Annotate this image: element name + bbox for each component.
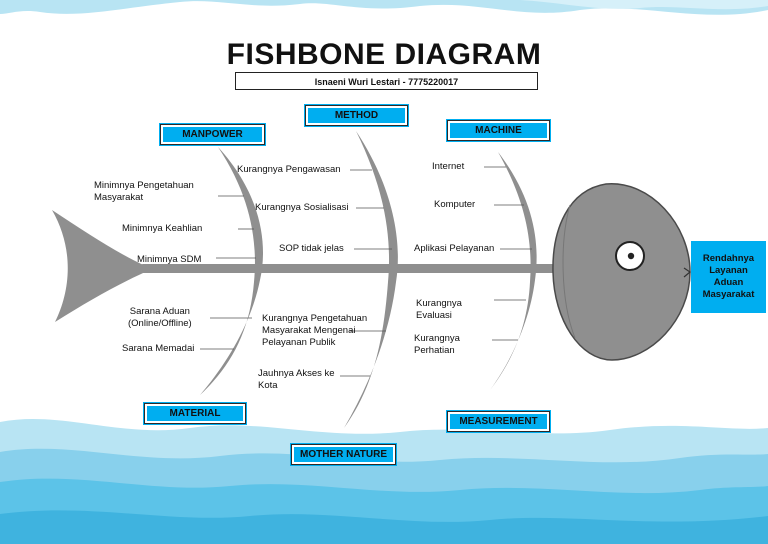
effect-box: Rendahnya Layanan Aduan Masyarakat [691, 241, 766, 313]
category-manpower: MANPOWER [160, 124, 265, 145]
rib-machine-measurement [490, 152, 537, 390]
category-method: METHOD [305, 105, 408, 126]
cause-machine-3: Aplikasi Pelayanan [414, 243, 495, 254]
rib-method-mothernature [344, 131, 398, 428]
cause-manpower-2: Minimnya Keahlian [122, 223, 203, 234]
fish-head [552, 183, 691, 361]
fish-tail [52, 210, 152, 322]
author-box: Isnaeni Wuri Lestari - 7775220017 [235, 72, 538, 90]
cause-machine-2: Komputer [434, 199, 476, 210]
fish-mouth [683, 267, 692, 278]
category-measurement: MEASUREMENT [447, 411, 550, 432]
cause-method-3: SOP tidak jelas [279, 243, 344, 254]
category-material: MATERIAL [144, 403, 246, 424]
fish-spine [140, 264, 560, 273]
category-mother-nature: MOTHER NATURE [291, 444, 396, 465]
page-title: FISHBONE DIAGRAM [226, 38, 542, 71]
cause-machine-1: Internet [432, 161, 465, 172]
top-waves [0, 0, 768, 15]
bottom-waves [0, 418, 768, 544]
cause-manpower-1: Minimnya Pengetahuan Masyarakat [94, 180, 194, 203]
cause-ticks [200, 166, 532, 377]
cause-material-1: Sarana Aduan (Online/Offline) [128, 306, 192, 329]
cause-method-2: Kurangnya Sosialisasi [255, 202, 349, 213]
cause-mother-nature-1: Kurangnya Pengetahuan Masyarakat Mengena… [262, 313, 368, 348]
category-machine: MACHINE [447, 120, 550, 141]
cause-method-1: Kurangnya Pengawasan [237, 164, 341, 175]
fish-eye-icon [615, 241, 645, 271]
cause-material-2: Sarana Memadai [122, 343, 195, 354]
cause-measurement-1: Kurangnya Evaluasi [416, 298, 462, 321]
fish-gill [562, 204, 576, 339]
cause-manpower-3: Minimnya SDM [137, 254, 202, 265]
cause-mother-nature-2: Jauhnya Akses ke Kota [258, 368, 335, 391]
cause-measurement-2: Kurangnya Perhatian [414, 333, 460, 356]
